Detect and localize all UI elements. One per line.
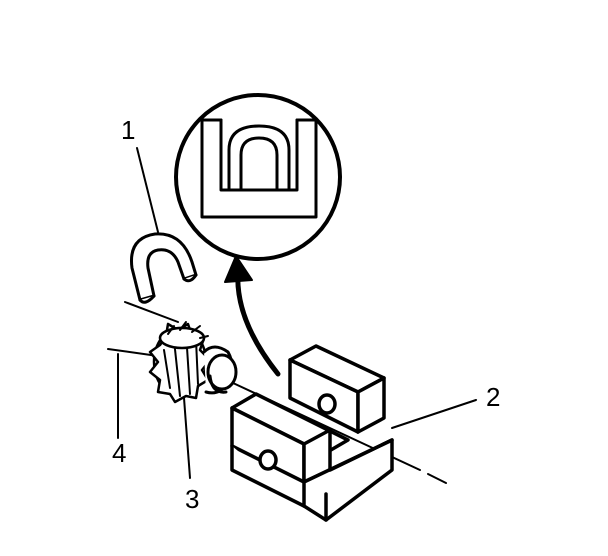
leader-lines — [117, 147, 477, 479]
retainer-clip — [129, 232, 198, 304]
callout-3: 3 — [185, 484, 199, 514]
leader-2 — [391, 399, 477, 429]
leader-3 — [183, 397, 191, 479]
gear-hub — [202, 345, 238, 395]
curved-arrow — [224, 255, 281, 377]
callout-4: 4 — [112, 438, 126, 468]
leader-1 — [136, 147, 159, 233]
bracket-block — [230, 344, 394, 522]
detail-magnifier — [174, 93, 342, 261]
detail-clip-shape — [200, 118, 318, 219]
callout-1: 1 — [121, 115, 135, 145]
pinion-gear — [148, 321, 212, 404]
callout-2: 2 — [486, 382, 500, 412]
